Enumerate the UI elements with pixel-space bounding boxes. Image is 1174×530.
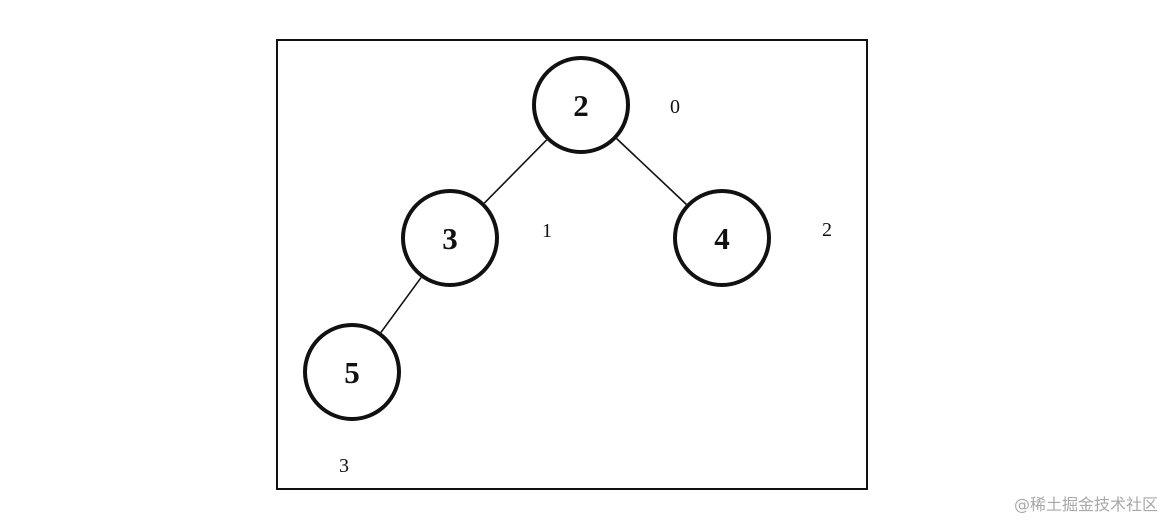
index-labels-layer: 0 1 2 3 (339, 96, 832, 477)
node-value-label: 4 (714, 221, 730, 256)
node-value-label: 5 (344, 355, 360, 390)
node-value-label: 3 (442, 221, 458, 256)
node-index-label: 3 (339, 455, 349, 477)
tree-node: 2 (532, 56, 630, 154)
tree-node: 4 (673, 189, 771, 287)
node-circle (673, 189, 771, 287)
node-index-label: 2 (822, 219, 832, 241)
diagram-frame (276, 39, 868, 490)
node-circle (532, 56, 630, 154)
tree-edge (483, 139, 548, 204)
tree-edge (380, 277, 422, 333)
node-index-label: 0 (670, 96, 680, 118)
node-circle (401, 189, 499, 287)
nodes-layer: 2 3 4 5 (303, 56, 771, 421)
node-value-label: 2 (573, 88, 589, 123)
tree-node: 5 (303, 323, 401, 421)
tree-node: 3 (401, 189, 499, 287)
node-circle (303, 323, 401, 421)
edges-layer (380, 138, 687, 333)
tree-edge (616, 138, 687, 205)
node-index-label: 1 (542, 220, 552, 242)
watermark: @稀土掘金技术社区 (1013, 495, 1158, 514)
